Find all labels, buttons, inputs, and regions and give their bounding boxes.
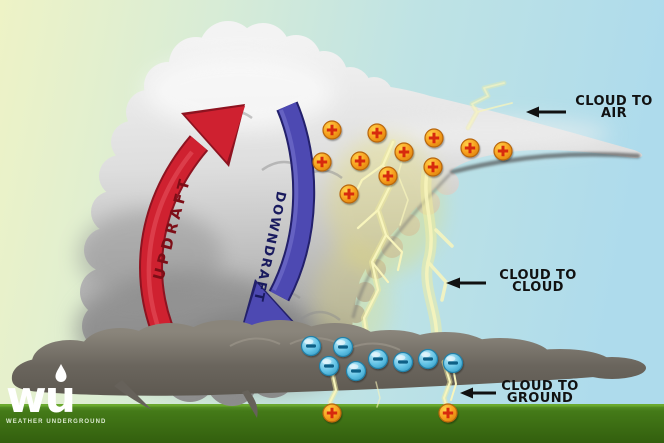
positive-charge <box>367 123 387 143</box>
negative-charge <box>392 351 414 373</box>
weather-underground-logo: wu WEATHER UNDERGROUND <box>6 364 116 425</box>
positive-ground-charge <box>438 403 458 423</box>
negative-charge <box>332 336 354 358</box>
logo-tagline: WEATHER UNDERGROUND <box>6 419 107 425</box>
cloud-to-air-label: CLOUD TO AIR <box>566 94 662 121</box>
positive-charge <box>339 184 359 204</box>
cloud-to-cloud-line2: CLOUD <box>512 279 564 295</box>
cloud-to-air-arrow-icon <box>526 106 566 118</box>
cloud-wisp <box>114 380 152 410</box>
negative-charge <box>318 355 340 377</box>
cloud-wisp <box>242 390 258 418</box>
positive-ground-charge <box>322 403 342 423</box>
lightning-cloud-to-cloud <box>420 162 454 364</box>
cloud-to-cloud-label: CLOUD TO CLOUD <box>490 268 586 295</box>
positive-charge <box>493 141 513 161</box>
cloud-to-ground-arrow-icon <box>460 387 496 399</box>
cloud-to-ground-line1: CLOUD TO <box>501 379 579 394</box>
negative-charge <box>345 360 367 382</box>
negative-charge <box>442 352 464 374</box>
cloud-to-cloud-arrow-icon <box>446 277 486 289</box>
positive-charge <box>378 166 398 186</box>
water-drop-icon <box>55 364 67 382</box>
negative-charge <box>367 348 389 370</box>
negative-charge <box>417 348 439 370</box>
cloud-to-air-line2: AIR <box>600 105 628 121</box>
positive-charge <box>322 120 342 140</box>
lightning-cloud-to-air <box>465 80 513 131</box>
negative-charge <box>300 335 322 357</box>
annotation-arrows <box>446 106 566 399</box>
positive-charge <box>394 142 414 162</box>
logo-text: wu <box>6 372 76 423</box>
positive-charge <box>460 138 480 158</box>
positive-charge <box>350 151 370 171</box>
positive-charge <box>312 152 332 172</box>
cloud-to-ground-line2: GROUND <box>506 390 574 406</box>
cloud-to-cloud-line1: CLOUD TO <box>499 268 577 283</box>
cloud-to-ground-label: CLOUD TO GROUND <box>492 379 588 406</box>
positive-charge <box>424 128 444 148</box>
cloud-to-air-line1: CLOUD TO <box>575 94 653 109</box>
positive-charge <box>423 157 443 177</box>
